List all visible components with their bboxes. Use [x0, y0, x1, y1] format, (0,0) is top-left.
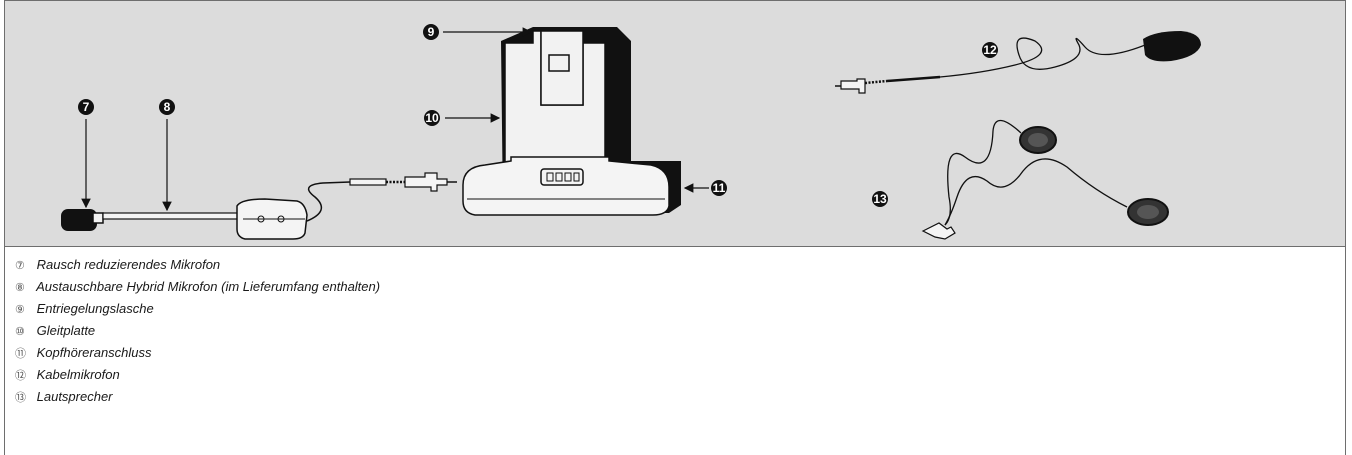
callout-12: 12 — [982, 42, 998, 58]
legend-label: Entriegelungslasche — [36, 301, 154, 316]
svg-text:7: 7 — [83, 100, 90, 114]
boom-cable — [306, 181, 351, 222]
legend-item-10: ⑩ Gleitplatte — [15, 320, 95, 342]
hybrid-boom-arm — [102, 212, 239, 220]
legend-item-7: ⑦ Rausch reduzierendes Mikrofon — [15, 254, 220, 276]
boom-microphone — [61, 172, 457, 240]
parts-legend: ⑦ Rausch reduzierendes Mikrofon ⑧ Austau… — [4, 247, 1346, 455]
callout-11: 11 — [683, 180, 727, 196]
svg-text:13: 13 — [873, 192, 887, 206]
speakers — [921, 119, 1169, 240]
legend-item-11: ⑪ Kopfhöreranschluss — [15, 342, 152, 364]
svg-text:10: 10 — [425, 111, 439, 125]
product-illustration: 7 8 9 10 11 — [4, 0, 1346, 247]
legend-item-8: ⑧ Austauschbare Hybrid Mikrofon (im Lief… — [15, 276, 380, 298]
legend-label: Rausch reduzierendes Mikrofon — [36, 257, 221, 272]
legend-label: Kabelmikrofon — [36, 367, 120, 382]
callouts: 7 8 9 10 11 — [78, 24, 998, 212]
speaker-plug — [921, 222, 956, 240]
legend-number: ⑬ — [15, 392, 26, 404]
callout-7: 7 — [78, 99, 94, 209]
callout-8: 8 — [159, 99, 175, 212]
legend-number: ⑦ — [15, 260, 25, 272]
svg-text:11: 11 — [713, 181, 726, 195]
legend-number: ⑨ — [15, 304, 25, 316]
callout-13: 13 — [872, 191, 888, 207]
cable-mic-foam — [1143, 31, 1201, 62]
svg-text:9: 9 — [428, 25, 435, 39]
legend-number: ⑧ — [15, 282, 25, 294]
boom-connector — [404, 172, 448, 192]
legend-label: Lautsprecher — [36, 389, 113, 404]
legend-number: ⑫ — [15, 370, 26, 382]
callout-9: 9 — [423, 24, 533, 40]
legend-label: Austauschbare Hybrid Mikrofon (im Liefer… — [36, 279, 381, 294]
legend-item-12: ⑫ Kabelmikrofon — [15, 364, 120, 386]
callout-10: 10 — [424, 110, 501, 126]
illustration-canvas: 7 8 9 10 11 — [61, 24, 1201, 240]
svg-text:12: 12 — [983, 43, 997, 57]
base-bottom — [462, 156, 670, 216]
legend-number: ⑩ — [15, 326, 25, 338]
legend-item-9: ⑨ Entriegelungslasche — [15, 298, 154, 320]
noise-cancelling-mic-foam — [61, 209, 97, 231]
base-unit — [462, 27, 681, 216]
cable-microphone — [835, 31, 1201, 94]
legend-item-13: ⑬ Lautsprecher — [15, 386, 113, 408]
svg-text:8: 8 — [164, 100, 171, 114]
legend-label: Kopfhöreranschluss — [36, 345, 152, 360]
legend-label: Gleitplatte — [36, 323, 96, 338]
legend-number: ⑪ — [15, 348, 26, 360]
